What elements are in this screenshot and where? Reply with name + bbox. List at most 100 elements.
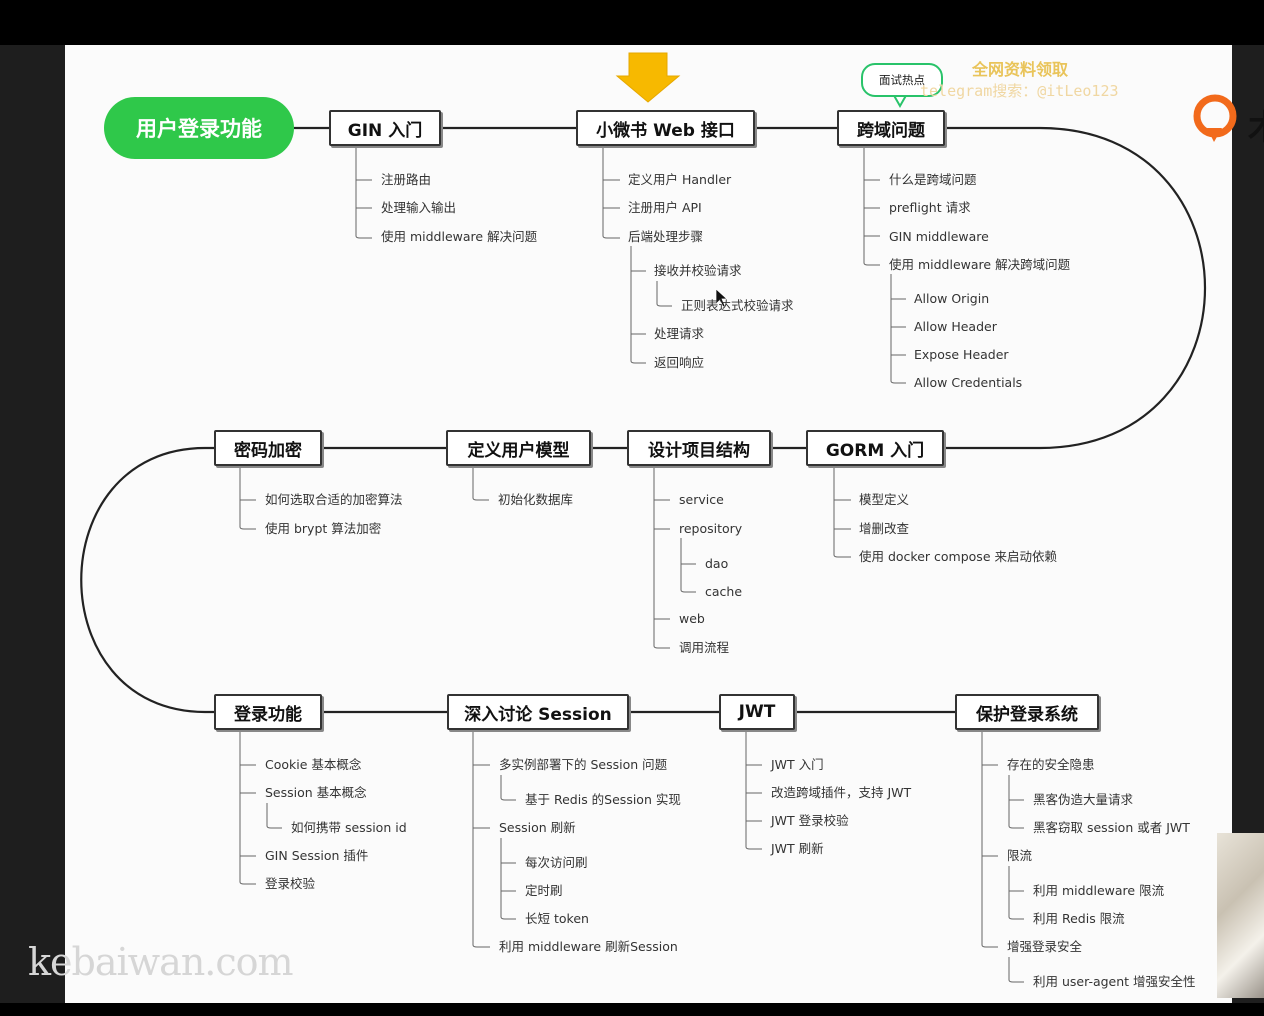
list-item: 处理请求 [654, 326, 705, 341]
highlight-arrow-icon [615, 52, 681, 103]
branch-line [1008, 957, 1024, 983]
list-item: 什么是跨域问题 [889, 172, 977, 187]
list-item: 模型定义 [859, 492, 910, 507]
list-item: Allow Header [914, 319, 997, 334]
list-item: 长短 token [525, 911, 589, 926]
list-item: 初始化数据库 [498, 492, 574, 507]
list-item: 多实例部署下的 Session 问题 [499, 757, 668, 772]
list-item: 基于 Redis 的Session 实现 [525, 792, 681, 807]
list-item: Session 刷新 [499, 820, 576, 835]
branch-line [472, 466, 489, 501]
list-item: JWT 刷新 [771, 841, 824, 856]
branch-line [239, 730, 256, 885]
list-item: Allow Origin [914, 291, 990, 306]
connector-curve [80, 446, 215, 714]
list-item: 使用 docker compose 来启动依赖 [859, 549, 1057, 564]
list-item: 存在的安全隐患 [1007, 757, 1095, 772]
list-item: JWT 入门 [771, 757, 824, 772]
list-item: 正则表达式校验请求 [681, 298, 794, 313]
promo-line-2: telegram搜索：@itLeo123 [920, 82, 1119, 100]
list-item: 使用 brypt 算法加密 [265, 521, 382, 536]
branch-line [680, 538, 696, 593]
list-item: 如何选取合适的加密算法 [265, 492, 403, 507]
branch-line [500, 838, 516, 920]
branch-line [266, 803, 282, 829]
list-item: service [679, 492, 724, 507]
hot-topic-callout: 面试热点 [861, 63, 943, 97]
branch-line [981, 730, 998, 948]
list-item: 利用 middleware 限流 [1033, 883, 1165, 898]
list-item: 增强登录安全 [1007, 939, 1083, 954]
promo-line-1: 全网资料领取 [972, 60, 1069, 79]
list-item: Cookie 基本概念 [265, 757, 362, 772]
branch-line [1008, 866, 1024, 920]
node-password-encrypt: 密码加密 [214, 430, 322, 466]
top-bar [0, 0, 1264, 45]
list-item: web [679, 611, 705, 626]
list-item: JWT 登录校验 [771, 813, 849, 828]
branch-line [653, 466, 670, 649]
list-item: 接收并校验请求 [654, 263, 742, 278]
list-item: 限流 [1007, 848, 1033, 863]
branch-line [355, 146, 372, 239]
list-item: 利用 Redis 限流 [1033, 911, 1125, 926]
branch-line [500, 775, 516, 801]
connector-curve [944, 126, 1207, 450]
list-item: 每次访问刷 [525, 855, 588, 870]
branch-line [1008, 775, 1024, 829]
branch-line [602, 146, 620, 239]
list-item: dao [705, 556, 729, 571]
mouse-cursor-icon [715, 288, 728, 308]
list-item: Session 基本概念 [265, 785, 367, 800]
list-item: 处理输入输出 [381, 200, 457, 215]
list-item: 登录校验 [265, 876, 316, 891]
branch-line [863, 146, 880, 266]
node-protect-login: 保护登录系统 [955, 694, 1099, 730]
node-project-structure: 设计项目结构 [627, 430, 771, 466]
list-item: 定时刷 [525, 883, 563, 898]
list-item: 黑客窃取 session 或者 JWT [1033, 820, 1190, 835]
node-login: 登录功能 [214, 694, 322, 730]
list-item: Allow Credentials [914, 375, 1023, 390]
list-item: 后端处理步骤 [628, 229, 704, 244]
list-item: 使用 middleware 解决问题 [381, 229, 538, 244]
list-item: 如何携带 session id [291, 820, 407, 835]
list-item: 改造跨域插件，支持 JWT [771, 785, 912, 800]
branch-line [630, 246, 646, 364]
node-session-deep-dive: 深入讨论 Session [447, 694, 629, 730]
node-gorm-intro: GORM 入门 [806, 430, 944, 466]
branch-line [656, 281, 672, 307]
list-item: repository [679, 521, 743, 536]
list-item: cache [705, 584, 743, 599]
node-xiaoweishu-web-api: 小微书 Web 接口 [576, 110, 755, 146]
mindmap-canvas [65, 45, 1232, 1003]
list-item: 定义用户 Handler [628, 172, 732, 187]
list-item: 调用流程 [679, 640, 730, 655]
branch-line [472, 730, 490, 948]
webcam-overlay [1217, 833, 1264, 998]
site-watermark: kebaiwan.com [28, 940, 294, 984]
brand-logo-text: 木 [1248, 100, 1264, 149]
list-item: GIN middleware [889, 229, 989, 244]
branch-line [745, 730, 762, 850]
list-item: Expose Header [914, 347, 1009, 362]
list-item: 返回响应 [654, 355, 705, 370]
left-margin [0, 45, 65, 1005]
list-item: 使用 middleware 解决跨域问题 [889, 257, 1071, 272]
branch-line [890, 274, 906, 384]
start-node: 用户登录功能 [104, 97, 294, 159]
list-item: 黑客伪造大量请求 [1033, 792, 1134, 807]
branch-line [239, 466, 256, 530]
branch-line [833, 466, 851, 558]
list-item: 利用 user-agent 增强安全性 [1033, 974, 1196, 989]
bottom-bar [0, 1003, 1264, 1016]
list-item: 利用 middleware 刷新Session [499, 939, 678, 954]
node-gin-intro: GIN 入门 [329, 110, 441, 146]
node-jwt: JWT [719, 694, 795, 730]
list-item: 注册路由 [381, 172, 432, 187]
node-user-model: 定义用户模型 [446, 430, 591, 466]
list-item: GIN Session 插件 [265, 848, 369, 863]
list-item: 注册用户 API [628, 200, 702, 215]
list-item: 增删改查 [859, 521, 910, 536]
